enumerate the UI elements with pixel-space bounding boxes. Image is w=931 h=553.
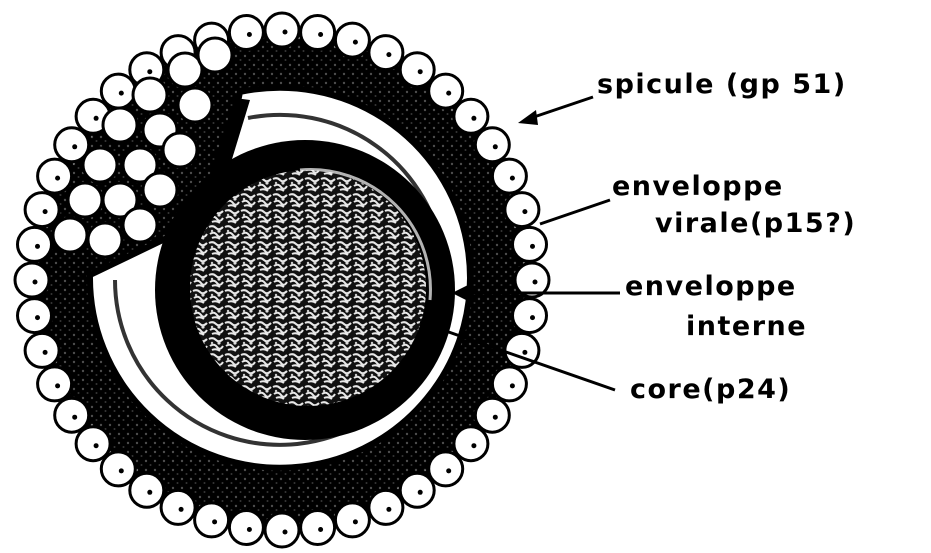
label-core: core(p24) — [630, 375, 791, 405]
spicule-knob — [513, 227, 547, 261]
spicule-cluster-knob — [198, 38, 232, 72]
spicule-dot — [510, 176, 515, 181]
spicule-dot — [446, 91, 451, 96]
spicule-knob — [18, 299, 52, 333]
spicule-knob — [18, 227, 52, 261]
spicule-knob — [369, 36, 403, 70]
spicule-dot — [318, 32, 323, 37]
spicule-knob — [101, 452, 135, 486]
spicule-dot — [247, 527, 252, 532]
spicule-dot — [35, 315, 40, 320]
spicule-knob — [505, 193, 539, 227]
spicule-knob — [229, 511, 263, 545]
spicule-dot — [55, 383, 60, 388]
spicule-dot — [471, 116, 476, 121]
spicule-dot — [493, 415, 498, 420]
spicule-knob — [130, 473, 164, 507]
spicule-dot — [510, 383, 515, 388]
label-enveloppe-virale-line1: enveloppe — [612, 172, 784, 202]
spicule-knob — [195, 503, 229, 537]
core — [190, 170, 426, 406]
spicule-dot — [72, 415, 77, 420]
spicule-knob — [265, 513, 299, 547]
spicule-cluster-knob — [53, 218, 87, 252]
spicule-dot — [43, 350, 48, 355]
spicule-dot — [94, 443, 99, 448]
spicule-knob — [335, 503, 369, 537]
spicule-dot — [55, 176, 60, 181]
spicule-knob — [475, 128, 509, 162]
spicule-knob — [15, 263, 49, 297]
spicule-cluster-knob — [143, 173, 177, 207]
spicule-cluster-knob — [123, 208, 157, 242]
spicule-dot — [353, 519, 358, 524]
label-enveloppe-interne-line2: interne — [686, 312, 807, 342]
spicule-knob — [101, 74, 135, 108]
spicule-knob — [513, 299, 547, 333]
spicule-dot — [147, 490, 152, 495]
spicule-cluster-knob — [163, 133, 197, 167]
spicule-knob — [475, 398, 509, 432]
spicule-knob — [55, 398, 89, 432]
spicule-dot — [530, 315, 535, 320]
spicule-knob — [38, 367, 72, 401]
spicule-knob — [301, 511, 335, 545]
spicule-dot — [119, 468, 124, 473]
spicule-knob — [400, 53, 434, 87]
spicule-dot — [147, 69, 152, 74]
spicule-dot — [94, 116, 99, 121]
spicule-knob — [265, 13, 299, 47]
spicule-knob — [161, 490, 195, 524]
spicule-knob — [25, 193, 59, 227]
spicule-dot — [318, 527, 323, 532]
spicule-dot — [247, 32, 252, 37]
spicule-knob — [369, 490, 403, 524]
spicule-dot — [283, 30, 288, 35]
spicule-cluster-knob — [68, 183, 102, 217]
spicule-arrow — [528, 97, 593, 119]
spicule-dot — [179, 507, 184, 512]
spicule-knob — [301, 16, 335, 50]
spicule-dot — [283, 530, 288, 535]
spicule-dot — [471, 443, 476, 448]
spicule-knob — [38, 159, 72, 193]
spicule-knob — [229, 16, 263, 50]
spicule-dot — [418, 69, 423, 74]
enveloppe-virale-leader — [540, 200, 610, 224]
spicule-dot — [35, 244, 40, 249]
label-spicule: spicule (gp 51) — [597, 70, 847, 100]
spicule-dot — [386, 507, 391, 512]
spicule-knob — [429, 74, 463, 108]
spicule-knob — [335, 23, 369, 57]
label-enveloppe-virale-line2: virale(p15?) — [655, 209, 856, 239]
spicule-dot — [530, 244, 535, 249]
spicule-dot — [33, 280, 38, 285]
spicule-knob — [492, 159, 526, 193]
spicule-dot — [522, 209, 527, 214]
spicule-knob — [76, 427, 110, 461]
spicule-cluster-knob — [178, 88, 212, 122]
spicule-knob — [492, 367, 526, 401]
label-enveloppe-interne-line1: enveloppe — [625, 272, 797, 302]
spicule-dot — [212, 519, 217, 524]
spicule-dot — [522, 350, 527, 355]
spicule-knob — [25, 333, 59, 367]
spicule-knob — [400, 473, 434, 507]
spicule-knob — [454, 99, 488, 133]
spicule-knob — [454, 427, 488, 461]
spicule-dot — [353, 40, 358, 45]
spicule-dot — [533, 280, 538, 285]
spicule-dot — [119, 91, 124, 96]
spicule-dot — [72, 144, 77, 149]
spicule-dot — [43, 209, 48, 214]
spicule-dot — [418, 490, 423, 495]
spicule-dot — [446, 468, 451, 473]
spicule-cluster-knob — [83, 148, 117, 182]
spicule-cluster-knob — [133, 78, 167, 112]
spicule-cluster-knob — [88, 223, 122, 257]
spicule-cluster-knob — [103, 108, 137, 142]
spicule-dot — [493, 144, 498, 149]
spicule-knob — [429, 452, 463, 486]
spicule-dot — [386, 52, 391, 57]
